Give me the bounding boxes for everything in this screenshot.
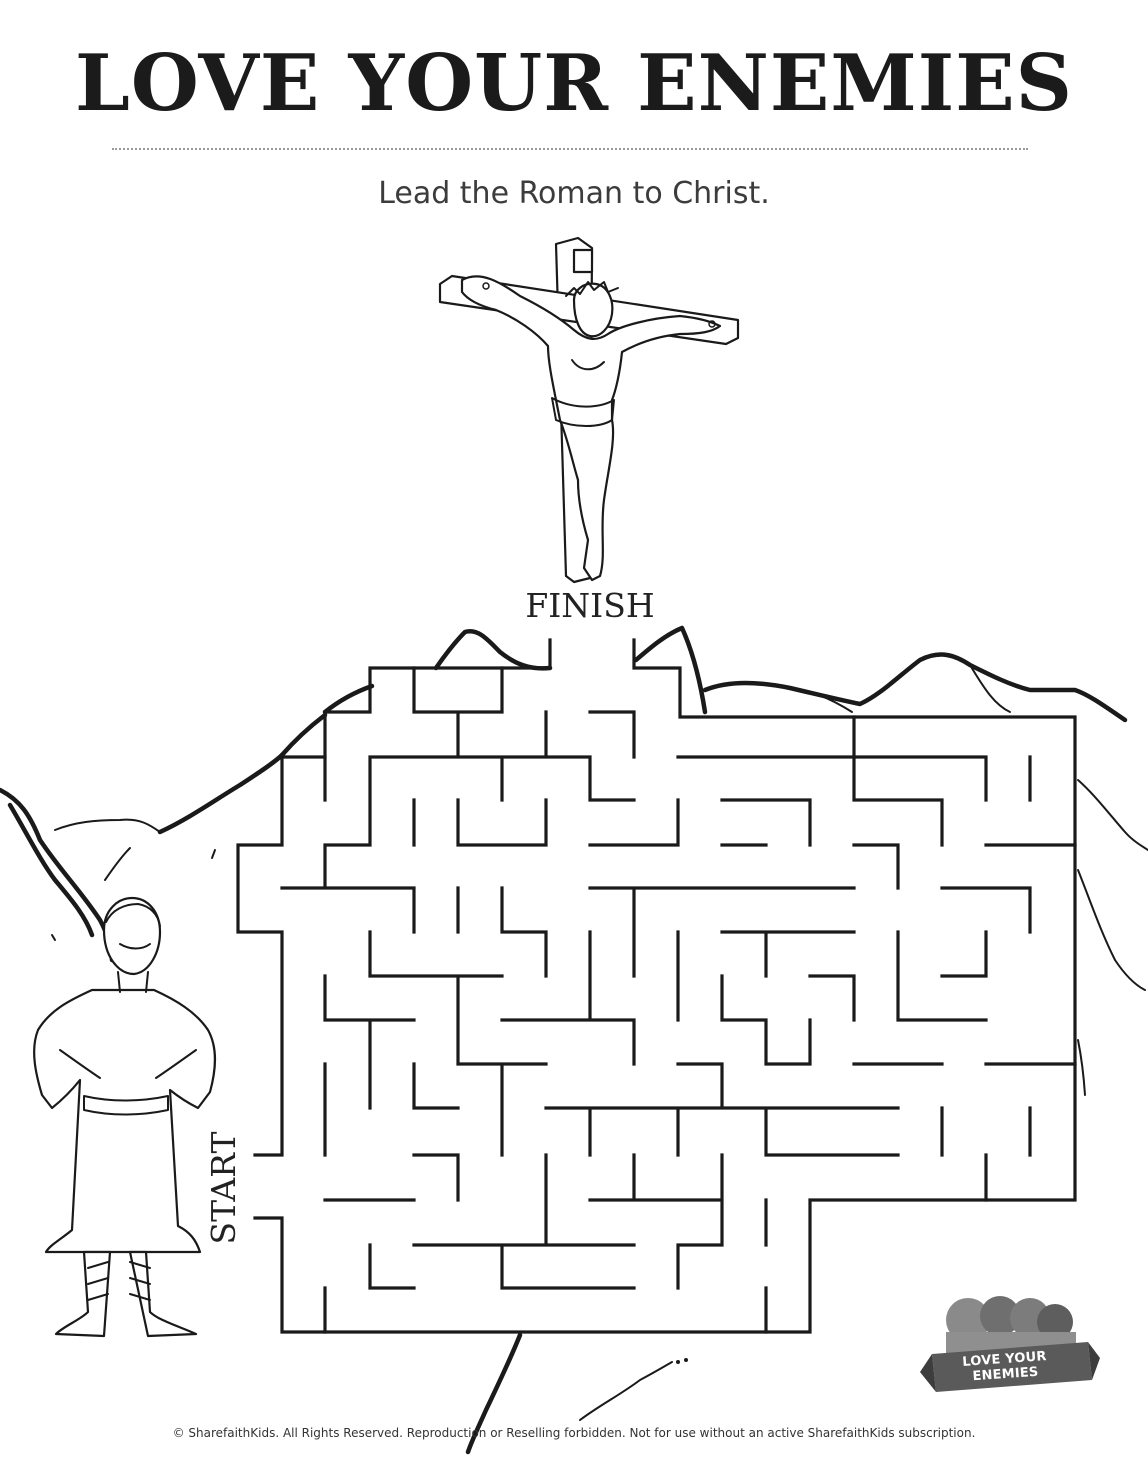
maze-outer-wall [236,638,1077,1334]
maze-inner-walls [280,666,1077,1334]
finish-label: FINISH [525,586,655,625]
instruction-text: Lead the Roman to Christ. [378,176,770,211]
copyright-notice: © SharefaithKids. All Rights Reserved. R… [172,1426,976,1440]
page-title: LOVE YOUR ENEMIES [75,38,1073,129]
start-label: START [204,1131,243,1245]
mountain-range-illustration [0,625,1148,1455]
crucifix-illustration [438,236,740,584]
maze [236,638,1077,1334]
dotted-divider [112,148,1028,150]
roman-soldier-illustration [33,896,217,1338]
sharefaithkids-badge [920,1296,1100,1392]
